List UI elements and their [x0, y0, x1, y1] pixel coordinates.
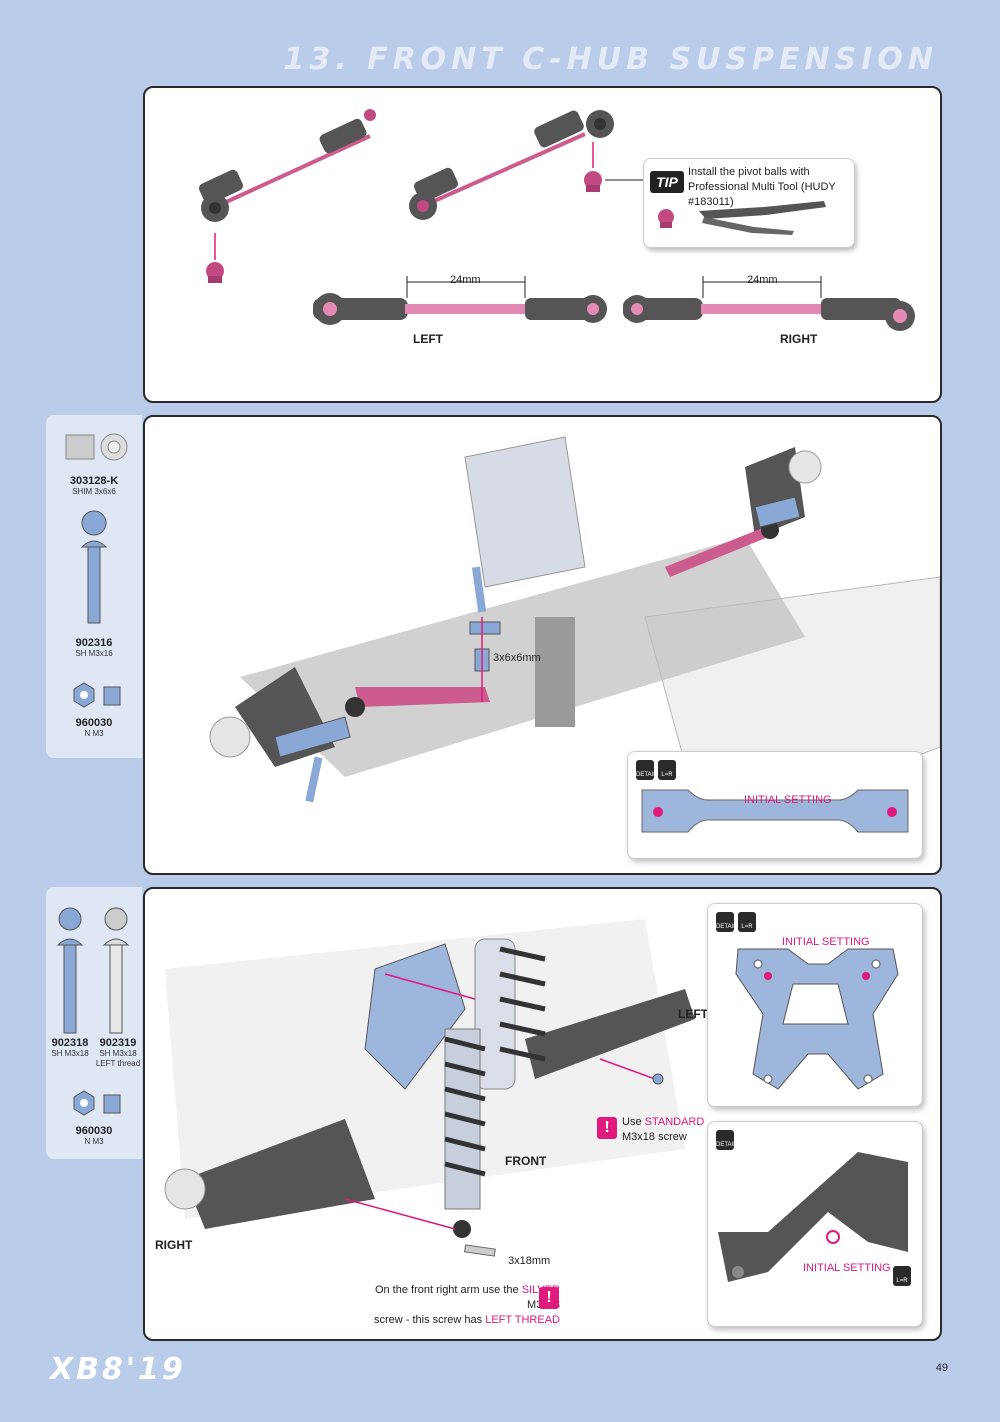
use-standard-note: Use STANDARD M3x18 screw — [622, 1116, 705, 1143]
lr-icon-top: L=R — [738, 912, 756, 932]
page-title: 13. FRONT C-HUB SUSPENSION — [283, 42, 938, 77]
label-right: RIGHT — [780, 332, 818, 346]
label-front: FRONT — [505, 1154, 547, 1168]
tip-text: Install the pivot balls with Professiona… — [688, 166, 836, 208]
dim-label-left: 24mm — [450, 274, 481, 286]
step2-parts-art — [65, 433, 128, 708]
label-left-step3: LEFT — [678, 1007, 708, 1021]
part-960030-step3: 960030 N M3 — [75, 1125, 113, 1146]
step1-panel: TIP Install the pivot balls with Profess… — [143, 86, 942, 403]
step3-detail-bottom: DETAIL INITIAL SETTING L=R — [707, 1121, 923, 1327]
part-960030: 960030 N M3 — [75, 717, 113, 738]
left-thread-note: On the front right arm use the SILVER M3… — [373, 1284, 560, 1326]
shock-tower-art — [735, 948, 899, 1090]
turnbuckle-assembled-left — [313, 276, 607, 325]
step2-detail-box: DETAIL L=R INITIAL SETTING — [627, 751, 923, 859]
warning-icon-2: ! — [539, 1287, 559, 1309]
step3-parts-sidebar: 902318 SH M3x18 902319 SH M3x18 LEFT thr… — [46, 887, 142, 1159]
screw-label: 3x18mm — [508, 1255, 551, 1267]
page-number: 49 — [935, 1362, 948, 1374]
step3-detail-top: DETAIL L=R INITIAL SETTING — [707, 903, 923, 1107]
part-902319: 902319 SH M3x18 LEFT thread — [95, 1037, 141, 1068]
initial-setting-top: INITIAL SETTING — [782, 936, 870, 948]
detail-icon-bottom: DETAIL — [716, 1130, 737, 1150]
turnbuckle-illustration — [198, 109, 915, 331]
part-303128-K: 303128-K SHIM 3x6x6 — [69, 475, 119, 496]
turnbuckle-assembled-right — [623, 276, 915, 331]
step3-panel: LEFT FRONT RIGHT 3x18mm ! Use STANDARD M… — [143, 887, 942, 1341]
shim-plate-art — [641, 789, 909, 833]
part-902318: 902318 SH M3x18 — [51, 1037, 89, 1058]
lr-icon: L=R — [658, 760, 676, 780]
step3-parts-art — [56, 907, 130, 1116]
suspension-arm-art — [718, 1152, 908, 1282]
step2-parts-sidebar: 303128-K SHIM 3x6x6 902316 SH M3x16 9600… — [46, 415, 142, 758]
turnbuckle-exploded-1 — [198, 109, 376, 283]
step2-panel: 3x6x6mm DETAIL L=R INITIAL SETTING — [143, 415, 942, 875]
part-902316: 902316 SH M3x16 — [75, 637, 113, 658]
label-right-step3: RIGHT — [155, 1238, 193, 1252]
tip-badge: TIP — [650, 171, 684, 193]
warning-icon: ! — [597, 1117, 617, 1139]
shock-illustration — [164, 919, 695, 1257]
shim-label: 3x6x6mm — [493, 652, 541, 664]
turnbuckle-exploded-2 — [409, 110, 643, 220]
initial-setting-bottom: INITIAL SETTING — [803, 1262, 891, 1274]
detail-icon: DETAIL — [636, 760, 657, 780]
detail-icon-top: DETAIL — [716, 912, 737, 932]
multi-tool-icon — [658, 201, 826, 235]
tip-box: TIP Install the pivot balls with Profess… — [643, 158, 855, 248]
brand-logo: XB8'19 — [50, 1352, 186, 1387]
lr-icon-bottom: L=R — [893, 1266, 911, 1286]
label-left: LEFT — [413, 332, 443, 346]
initial-setting-label: INITIAL SETTING — [744, 794, 832, 806]
dim-label-right: 24mm — [747, 274, 778, 286]
